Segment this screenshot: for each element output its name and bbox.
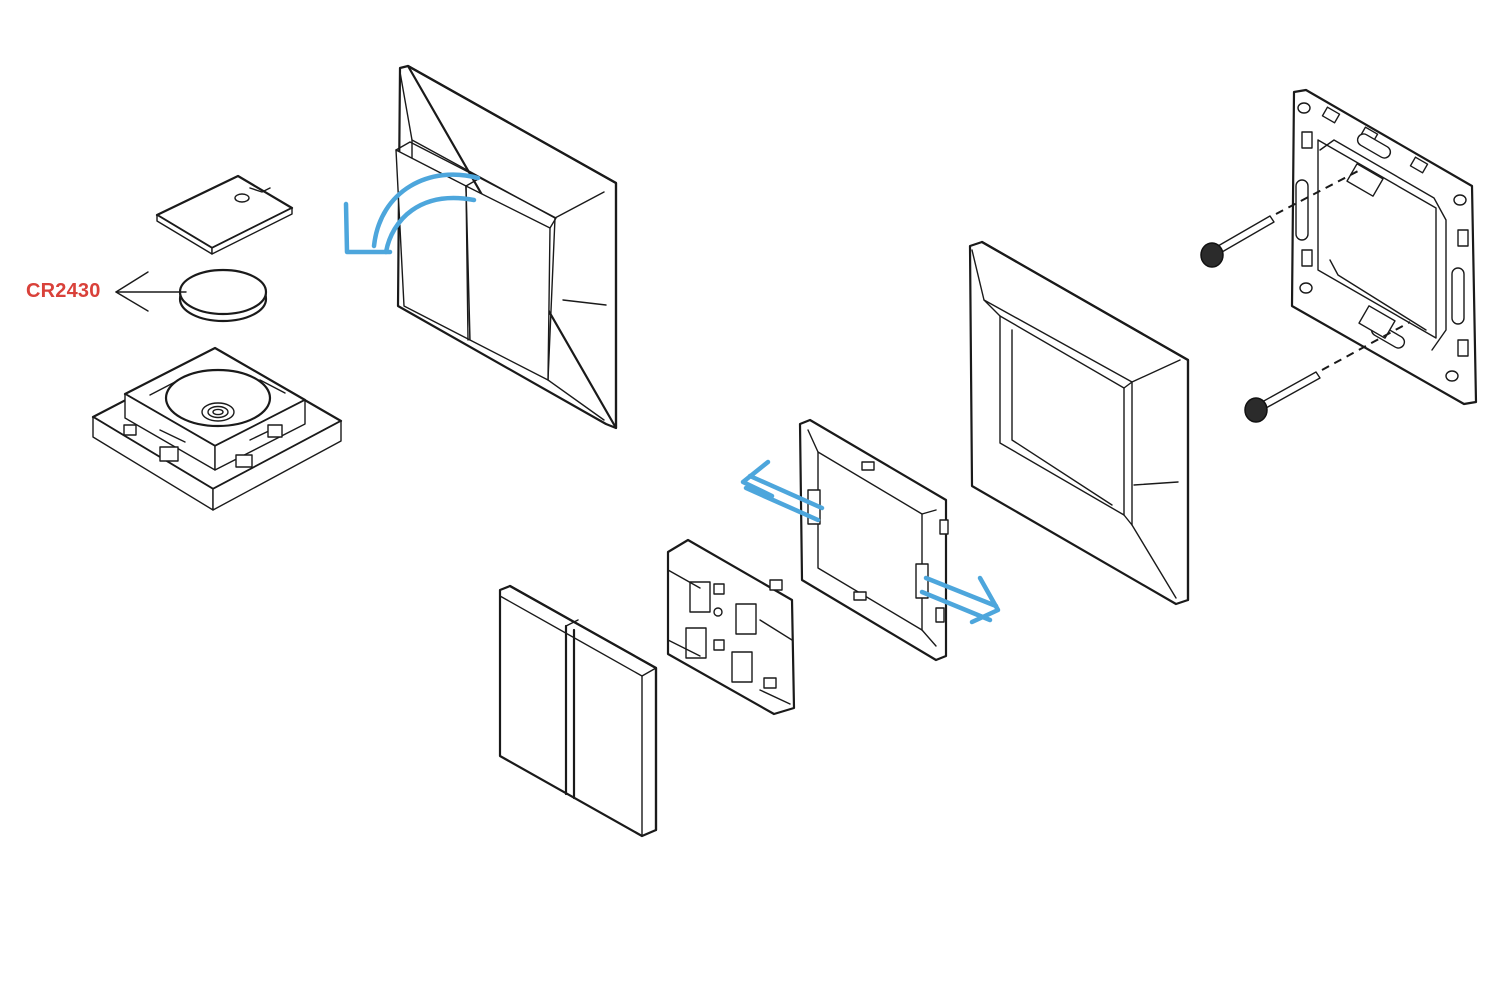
metal-bracket — [1290, 88, 1478, 406]
coin-cell-battery-icon — [178, 268, 268, 323]
double-arrow-icon — [919, 575, 1001, 625]
rocker-plate-assembled — [395, 64, 618, 430]
rocker-keys — [498, 584, 658, 838]
adapter-frame — [798, 418, 949, 662]
switch-module-base — [91, 346, 343, 511]
double-arrow-icon — [740, 459, 825, 523]
battery-type-label: CR2430 — [26, 280, 101, 302]
battery-cover-icon — [155, 174, 294, 255]
switch-insert-module — [666, 538, 796, 716]
screw-icon — [1200, 169, 1361, 268]
callout-leader — [115, 271, 187, 312]
screw-icon — [1244, 321, 1411, 423]
mounting-frame — [968, 240, 1190, 606]
rotate-arrow-icon — [343, 172, 481, 255]
